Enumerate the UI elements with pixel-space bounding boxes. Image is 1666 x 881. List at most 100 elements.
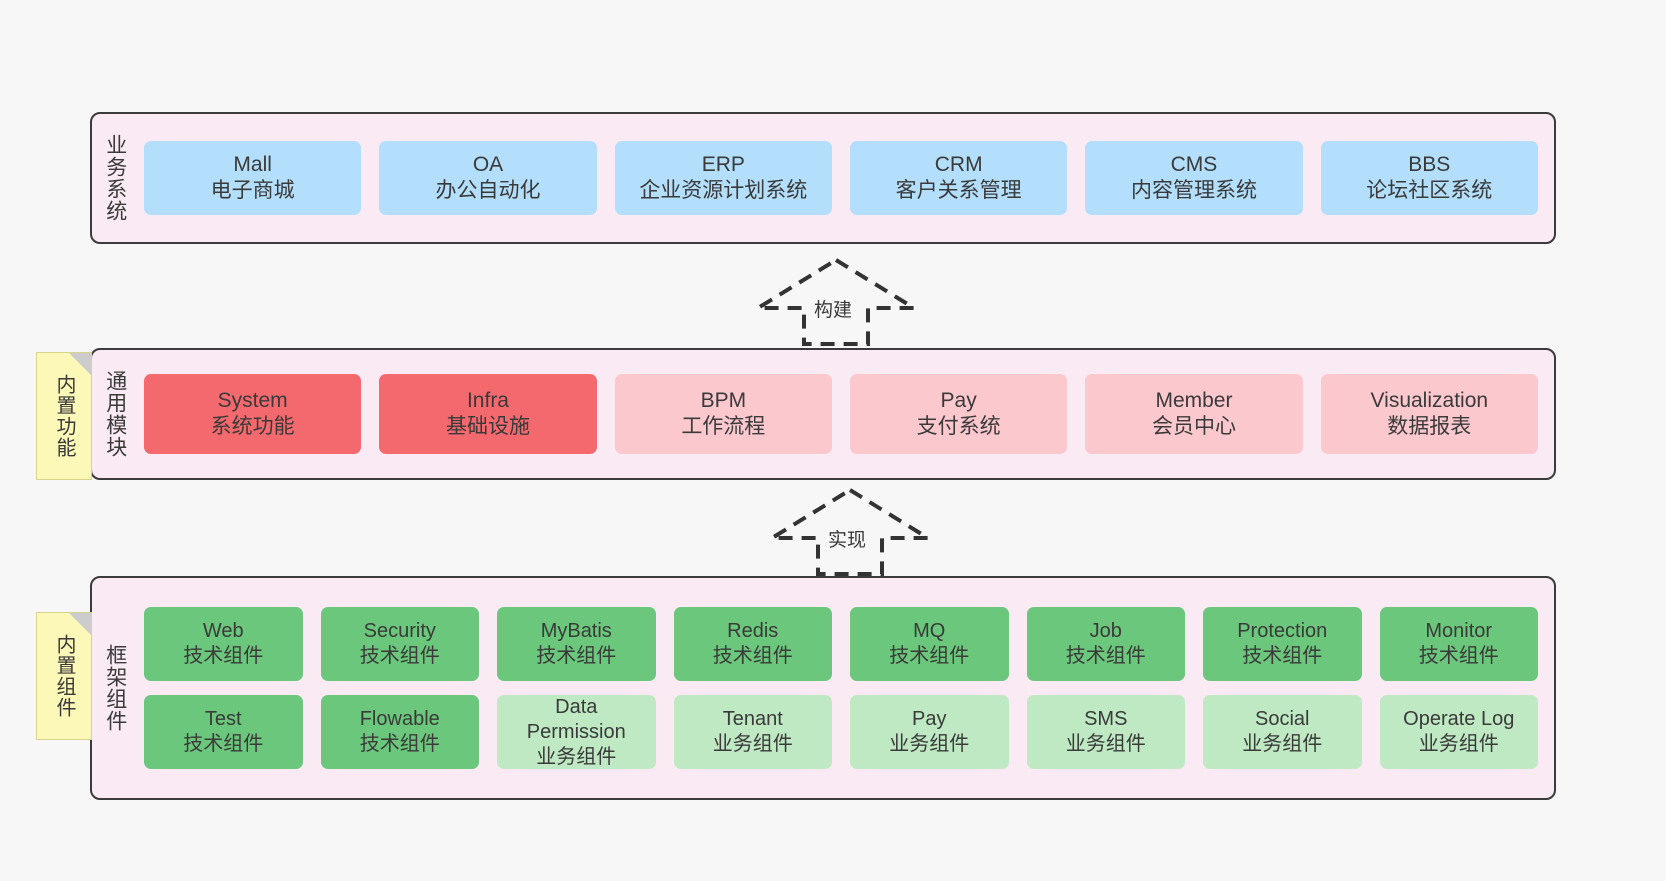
card-title: MQ xyxy=(913,620,946,642)
card-subtitle: 技术组件 xyxy=(359,645,440,667)
card-subtitle: 基础设施 xyxy=(445,415,530,438)
card-data-permission[interactable]: Data Permission 业务组件 xyxy=(497,695,656,769)
arrow-implement: 实现 xyxy=(764,487,936,576)
card-title: SMS xyxy=(1084,708,1128,730)
layer-framework-title: 框架组件 xyxy=(103,644,127,732)
card-title: Monitor xyxy=(1425,620,1493,642)
card-subtitle: 技术组件 xyxy=(183,645,264,667)
card-subtitle: 业务组件 xyxy=(1065,733,1146,755)
card-title: MyBatis xyxy=(540,620,612,642)
card-title: System xyxy=(217,388,288,412)
note-builtin-functions: 内置功能 xyxy=(36,352,92,480)
card-subtitle: 内容管理系统 xyxy=(1130,179,1257,202)
card-subtitle: 电子商城 xyxy=(210,179,295,202)
arrow-build: 构建 xyxy=(750,257,922,346)
layer-business-systems: 业务系统 Mall 电子商城 OA 办公自动化 ERP 企业资源计划系统 CRM… xyxy=(90,112,1556,244)
card-title: ERP xyxy=(701,152,745,176)
card-subtitle: 数据报表 xyxy=(1387,415,1472,438)
card-tenant[interactable]: Tenant 业务组件 xyxy=(673,695,832,769)
card-subtitle: 技术组件 xyxy=(1242,645,1323,667)
arrow-build-label: 构建 xyxy=(814,300,853,321)
framework-card-row-technical: Web 技术组件 Security 技术组件 MyBatis 技术组件 Redi… xyxy=(144,607,1538,681)
layer-business-body: Mall 电子商城 OA 办公自动化 ERP 企业资源计划系统 CRM 客户关系… xyxy=(138,114,1554,242)
card-cms[interactable]: CMS 内容管理系统 xyxy=(1085,141,1303,215)
card-subtitle: 业务组件 xyxy=(1418,733,1499,755)
card-subtitle: 技术组件 xyxy=(1065,645,1146,667)
card-subtitle: 业务组件 xyxy=(536,745,617,768)
card-subtitle: 技术组件 xyxy=(359,733,440,755)
card-security[interactable]: Security 技术组件 xyxy=(320,607,479,681)
layer-modules-title: 通用模块 xyxy=(103,370,127,458)
card-protection[interactable]: Protection 技术组件 xyxy=(1203,607,1362,681)
card-subtitle: 业务组件 xyxy=(712,733,793,755)
note-fold-corner-icon xyxy=(69,353,91,375)
card-title: Mall xyxy=(233,152,272,176)
card-oa[interactable]: OA 办公自动化 xyxy=(379,141,597,215)
card-title: Protection xyxy=(1237,620,1328,642)
card-pay[interactable]: Pay 支付系统 xyxy=(849,374,1068,454)
arrow-build-shape xyxy=(750,257,922,346)
card-title: Member xyxy=(1155,388,1233,412)
card-subtitle: 技术组件 xyxy=(889,645,970,667)
card-subtitle: 支付系统 xyxy=(916,415,1001,438)
card-mall[interactable]: Mall 电子商城 xyxy=(144,141,362,215)
card-title: Operate Log xyxy=(1403,708,1515,730)
card-title: BPM xyxy=(700,388,747,412)
layer-business-title: 业务系统 xyxy=(103,134,127,222)
card-bbs[interactable]: BBS 论坛社区系统 xyxy=(1320,141,1538,215)
card-title: Social xyxy=(1255,708,1310,730)
note-fold-corner-icon xyxy=(69,613,91,635)
card-sms[interactable]: SMS 业务组件 xyxy=(1026,695,1185,769)
card-flowable[interactable]: Flowable 技术组件 xyxy=(320,695,479,769)
card-web[interactable]: Web 技术组件 xyxy=(144,607,303,681)
card-crm[interactable]: CRM 客户关系管理 xyxy=(849,141,1068,215)
card-subtitle: 业务组件 xyxy=(889,733,970,755)
card-erp[interactable]: ERP 企业资源计划系统 xyxy=(614,141,832,215)
card-title: Job xyxy=(1089,620,1122,642)
card-subtitle: 系统功能 xyxy=(210,415,295,438)
layer-modules-body: System 系统功能 Infra 基础设施 BPM 工作流程 Pay 支付系统… xyxy=(138,350,1554,478)
card-social[interactable]: Social 业务组件 xyxy=(1203,695,1362,769)
card-member[interactable]: Member 会员中心 xyxy=(1085,374,1303,454)
card-infra[interactable]: Infra 基础设施 xyxy=(379,374,597,454)
card-title: Test xyxy=(204,708,242,730)
card-subtitle: 技术组件 xyxy=(1418,645,1499,667)
card-title: Flowable xyxy=(359,708,440,730)
note-label: 内置组件 xyxy=(53,634,75,718)
card-monitor[interactable]: Monitor 技术组件 xyxy=(1379,607,1538,681)
card-mybatis[interactable]: MyBatis 技术组件 xyxy=(497,607,656,681)
card-subtitle: 业务组件 xyxy=(1242,733,1323,755)
card-title: Security xyxy=(363,620,436,642)
card-title: OA xyxy=(472,152,504,176)
card-subtitle: 会员中心 xyxy=(1151,415,1236,438)
card-mq[interactable]: MQ 技术组件 xyxy=(850,607,1009,681)
modules-card-row: System 系统功能 Infra 基础设施 BPM 工作流程 Pay 支付系统… xyxy=(144,374,1538,454)
card-bpm[interactable]: BPM 工作流程 xyxy=(614,374,832,454)
card-title: CMS xyxy=(1170,152,1218,176)
card-subtitle: 企业资源计划系统 xyxy=(639,179,808,202)
card-title: Visualization xyxy=(1370,388,1489,412)
card-title: Redis xyxy=(727,620,779,642)
card-title: CRM xyxy=(934,152,983,176)
card-title: Infra xyxy=(466,388,509,412)
card-subtitle: 客户关系管理 xyxy=(895,179,1022,202)
layer-framework-components: 框架组件 Web 技术组件 Security 技术组件 MyBatis 技术组件… xyxy=(90,576,1556,800)
card-title: Pay xyxy=(940,388,977,412)
card-subtitle: 工作流程 xyxy=(681,415,766,438)
framework-card-row-business: Test 技术组件 Flowable 技术组件 Data Permission … xyxy=(144,695,1538,769)
card-test[interactable]: Test 技术组件 xyxy=(144,695,303,769)
card-subtitle: 技术组件 xyxy=(712,645,793,667)
card-system[interactable]: System 系统功能 xyxy=(144,374,362,454)
card-title: Tenant xyxy=(722,708,783,730)
card-subtitle: 技术组件 xyxy=(536,645,617,667)
arrow-implement-shape xyxy=(764,487,936,576)
business-card-row: Mall 电子商城 OA 办公自动化 ERP 企业资源计划系统 CRM 客户关系… xyxy=(144,141,1538,215)
card-title: BBS xyxy=(1408,152,1451,176)
card-operate-log[interactable]: Operate Log 业务组件 xyxy=(1379,695,1538,769)
card-pay-business[interactable]: Pay 业务组件 xyxy=(850,695,1009,769)
card-job[interactable]: Job 技术组件 xyxy=(1026,607,1185,681)
card-visualization[interactable]: Visualization 数据报表 xyxy=(1320,374,1538,454)
card-redis[interactable]: Redis 技术组件 xyxy=(673,607,832,681)
card-subtitle: 论坛社区系统 xyxy=(1366,179,1493,202)
